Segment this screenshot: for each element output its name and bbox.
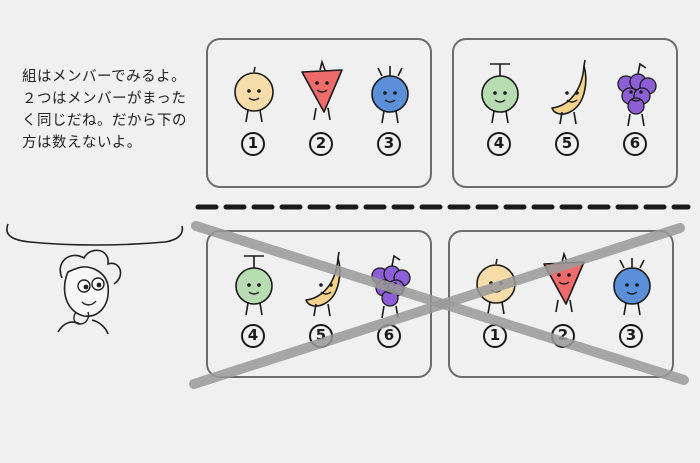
member-number: 5 — [309, 324, 333, 348]
banana-icon — [551, 59, 587, 125]
member-strawberry: 2 — [292, 50, 352, 160]
member-number: 3 — [619, 324, 643, 348]
person-hair — [59, 249, 122, 285]
melon-icon — [235, 255, 273, 316]
strawberry-icon — [301, 59, 343, 121]
strawberry-icon — [543, 251, 585, 313]
member-number: 4 — [487, 132, 511, 156]
grapes-icon — [617, 62, 657, 127]
banana-icon — [305, 251, 341, 317]
group-3-box: 4 5 6 — [206, 230, 432, 378]
member-number: 6 — [623, 132, 647, 156]
member-number: 1 — [483, 324, 507, 348]
member-round-face: 1 — [466, 242, 526, 352]
group-2-box: 4 5 6 — [452, 38, 678, 188]
member-number: 3 — [377, 132, 401, 156]
group-4-box: 1 2 3 — [448, 230, 674, 378]
member-banana: 5 — [538, 50, 598, 160]
speech-bubble-line — [6, 223, 184, 246]
speech-text: 組はメンバーでみるよ。２つはメンバーがまったく同じだね。だから下の方は数えないよ… — [22, 69, 187, 151]
thinking-person-illustration — [6, 223, 184, 335]
member-blueberry: 3 — [602, 242, 662, 352]
grapes-icon — [371, 254, 411, 319]
blueberry-icon — [613, 258, 651, 316]
member-number: 2 — [551, 324, 575, 348]
member-melon: 4 — [470, 50, 530, 160]
person-body — [57, 319, 109, 335]
blueberry-icon — [371, 66, 409, 124]
group-1-box: 1 2 3 — [206, 38, 432, 188]
member-grapes: 6 — [360, 242, 420, 352]
person-mouth — [81, 300, 97, 306]
round-face-icon — [476, 258, 516, 315]
member-number: 5 — [555, 132, 579, 156]
member-grapes: 6 — [606, 50, 666, 160]
member-number: 4 — [241, 324, 265, 348]
member-number: 1 — [241, 132, 265, 156]
member-round-face: 1 — [224, 50, 284, 160]
member-strawberry: 2 — [534, 242, 594, 352]
member-number: 6 — [377, 324, 401, 348]
round-face-icon — [234, 66, 274, 123]
member-melon: 4 — [224, 242, 284, 352]
member-blueberry: 3 — [360, 50, 420, 160]
member-number: 2 — [309, 132, 333, 156]
member-banana: 5 — [292, 242, 352, 352]
melon-icon — [481, 63, 519, 124]
